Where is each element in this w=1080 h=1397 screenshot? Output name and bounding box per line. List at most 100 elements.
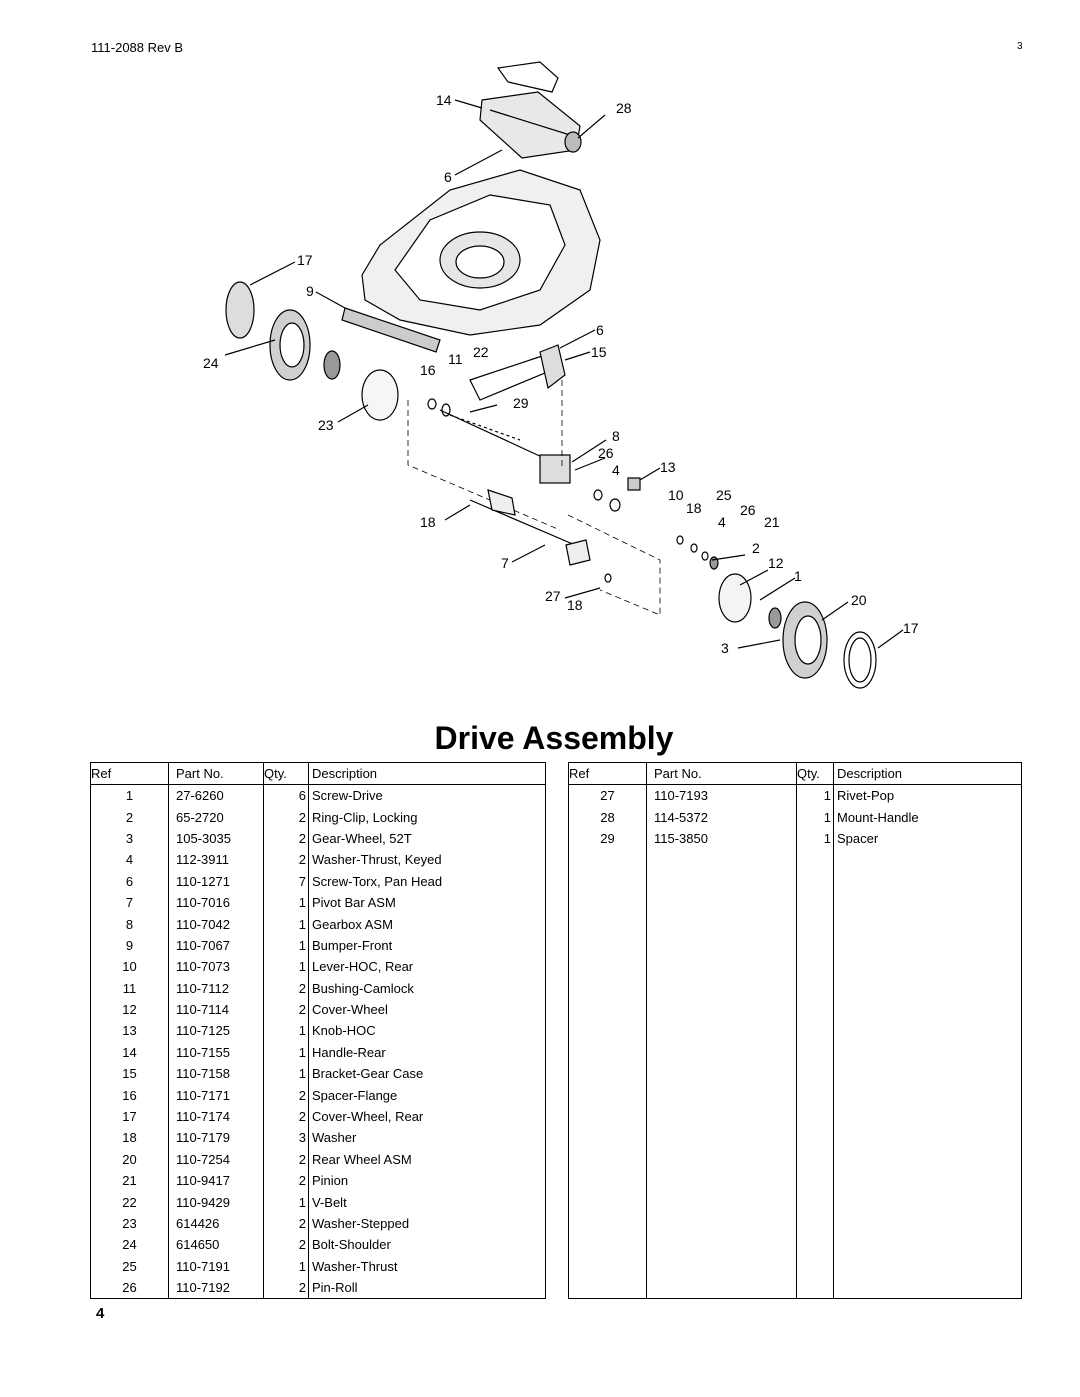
- cell-ref: 12: [90, 998, 169, 1021]
- table-row: [568, 956, 1022, 978]
- table-header-row: Ref Part No. Qty. Description: [568, 762, 1022, 785]
- cell-description: [834, 892, 1022, 913]
- cell-part-no: [646, 891, 797, 914]
- cell-description: [834, 913, 1022, 934]
- callout-label: 7: [501, 555, 509, 571]
- cell-description: Knob-HOC: [312, 1023, 376, 1039]
- cell-description: [834, 1170, 1022, 1191]
- cell-description: Bolt-Shoulder: [312, 1237, 391, 1253]
- callout-label: 3: [721, 640, 729, 656]
- table-header-row: Ref Part No. Qty. Description: [90, 762, 546, 785]
- callout-label: 4: [612, 462, 620, 478]
- cell-part-no: 614650: [168, 1234, 264, 1256]
- cell-ref: [568, 1041, 647, 1064]
- cell-qty: 1: [796, 827, 834, 850]
- callout-label: 10: [668, 487, 684, 503]
- table-row: [568, 1191, 1022, 1213]
- cell-part-no: 110-7114: [168, 998, 264, 1021]
- table-row: [568, 891, 1022, 914]
- callout-label: 6: [444, 169, 452, 185]
- cell-description: [834, 1149, 1022, 1170]
- callout-label: 28: [616, 100, 632, 116]
- cell-description: [834, 871, 1022, 892]
- cell-part-no: 110-7067: [168, 934, 264, 957]
- callout-label: 1: [794, 568, 802, 584]
- document-number: 111-2088 Rev B: [91, 40, 184, 55]
- cell-qty: [796, 1191, 834, 1213]
- table-row: [568, 977, 1022, 999]
- callout-label: 26: [598, 445, 614, 461]
- cell-ref: [568, 1127, 647, 1149]
- cell-part-no: 65-2720: [168, 806, 264, 828]
- cell-qty: 1: [263, 956, 309, 978]
- table-row: [568, 849, 1022, 871]
- callout-label: 24: [203, 355, 219, 371]
- cell-description: [834, 849, 1022, 870]
- cell-ref: 6: [90, 870, 169, 892]
- cell-description: Washer: [312, 1130, 357, 1146]
- cell-part-no: 110-7112: [168, 977, 264, 999]
- cell-part-no: 110-7171: [168, 1084, 264, 1106]
- cell-description: Lever-HOC, Rear: [312, 959, 414, 975]
- cell-qty: 1: [263, 1191, 309, 1213]
- cell-qty: [796, 1170, 834, 1192]
- cell-qty: 6: [263, 784, 309, 807]
- callout-label: 27: [545, 588, 561, 604]
- callout-label: 29: [513, 395, 529, 411]
- cell-ref: 18: [90, 1127, 169, 1149]
- cell-qty: [796, 1020, 834, 1042]
- cell-ref: 22: [90, 1191, 169, 1213]
- cell-qty: [796, 1084, 834, 1106]
- cell-description: Rivet-Pop: [837, 788, 895, 804]
- cell-part-no: 110-9429: [168, 1191, 264, 1213]
- cell-part-no: 114-5372: [646, 806, 797, 828]
- cell-ref: [568, 998, 647, 1021]
- cell-part-no: 110-7042: [168, 913, 264, 935]
- callout-label: 17: [903, 620, 919, 636]
- cell-part-no: 614426: [168, 1212, 264, 1235]
- cell-ref: [568, 891, 647, 914]
- cell-qty: 1: [263, 1255, 309, 1277]
- cell-ref: 25: [90, 1255, 169, 1277]
- table-row: [568, 1170, 1022, 1192]
- callout-label: 20: [851, 592, 867, 608]
- cell-ref: 7: [90, 891, 169, 914]
- cell-description: Rear Wheel ASM: [312, 1151, 412, 1167]
- cell-description: [834, 1020, 1022, 1041]
- cell-part-no: 110-7254: [168, 1148, 264, 1171]
- cell-ref: 2: [90, 806, 169, 828]
- header-qty: Qty.: [263, 762, 309, 785]
- callout-label: 23: [318, 417, 334, 433]
- table-row: [568, 1020, 1022, 1042]
- cell-part-no: 110-7158: [168, 1063, 264, 1085]
- cell-part-no: [646, 1041, 797, 1064]
- callout-label: 18: [420, 514, 436, 530]
- exploded-parts-diagram: 14 28 6 17 9 24 6 22 15 11 16 29 23 8 26…: [203, 61, 919, 689]
- cell-ref: 15: [90, 1063, 169, 1085]
- cell-ref: [568, 1191, 647, 1213]
- cell-qty: 1: [263, 1041, 309, 1064]
- cell-description: Bracket-Gear Case: [312, 1066, 424, 1082]
- cell-qty: [796, 1127, 834, 1149]
- cell-ref: [568, 956, 647, 978]
- cell-qty: 1: [263, 913, 309, 935]
- cell-qty: 2: [263, 1148, 309, 1171]
- cell-qty: [796, 1063, 834, 1085]
- cell-ref: 28: [568, 806, 647, 828]
- cell-part-no: [646, 849, 797, 871]
- cell-description: Pivot Bar ASM: [312, 895, 396, 911]
